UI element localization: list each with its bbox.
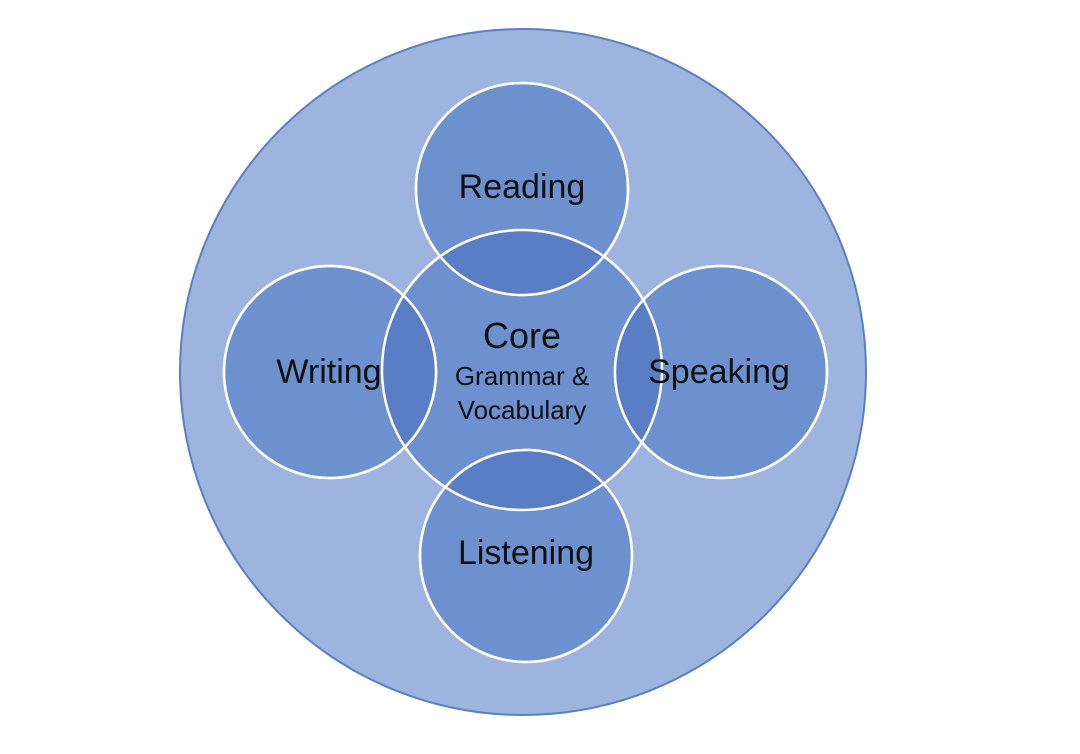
listening-outline — [418, 448, 634, 664]
core-subtitle-line2: Vocabulary — [458, 395, 587, 425]
reading-core-overlap — [416, 230, 628, 295]
core-subtitle-line1: Grammar & — [455, 361, 589, 391]
writing-label: Writing — [276, 353, 381, 391]
speaking-label: Speaking — [648, 353, 790, 391]
outline-group — [222, 81, 829, 664]
reading-outline — [414, 81, 630, 297]
writing-outline — [222, 264, 438, 480]
core-outline — [380, 228, 664, 512]
reading-label: Reading — [459, 168, 586, 206]
listening-label: Listening — [458, 534, 594, 572]
core-title: Core — [483, 315, 561, 356]
speaking-outline — [613, 264, 829, 480]
